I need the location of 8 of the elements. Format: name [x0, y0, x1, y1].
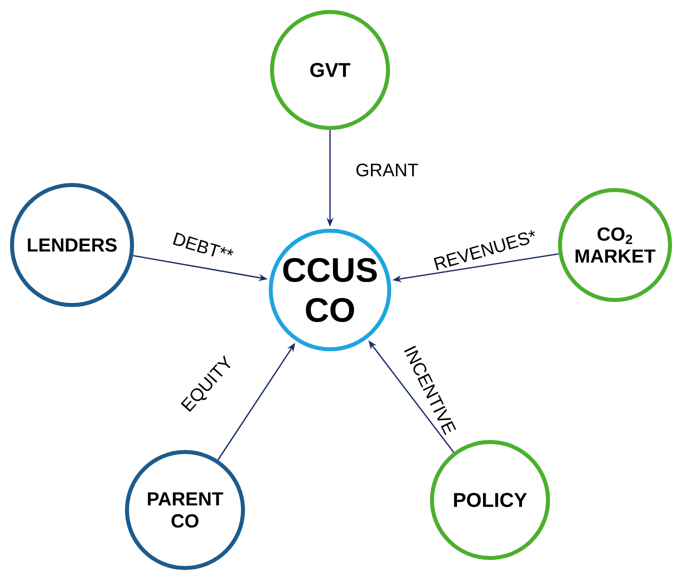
circle-node: PARENT CO [125, 450, 245, 570]
edge-label: GRANT [354, 162, 420, 178]
circle-node: CO$_{2}$ MARKET [558, 188, 672, 302]
circle-node: GVT [270, 10, 390, 130]
edge-label: DEBT** [170, 230, 236, 264]
circle-node: LENDERS [10, 183, 134, 307]
circle-node: POLICY [430, 440, 550, 560]
circle-node: CCUS CO [268, 228, 392, 352]
